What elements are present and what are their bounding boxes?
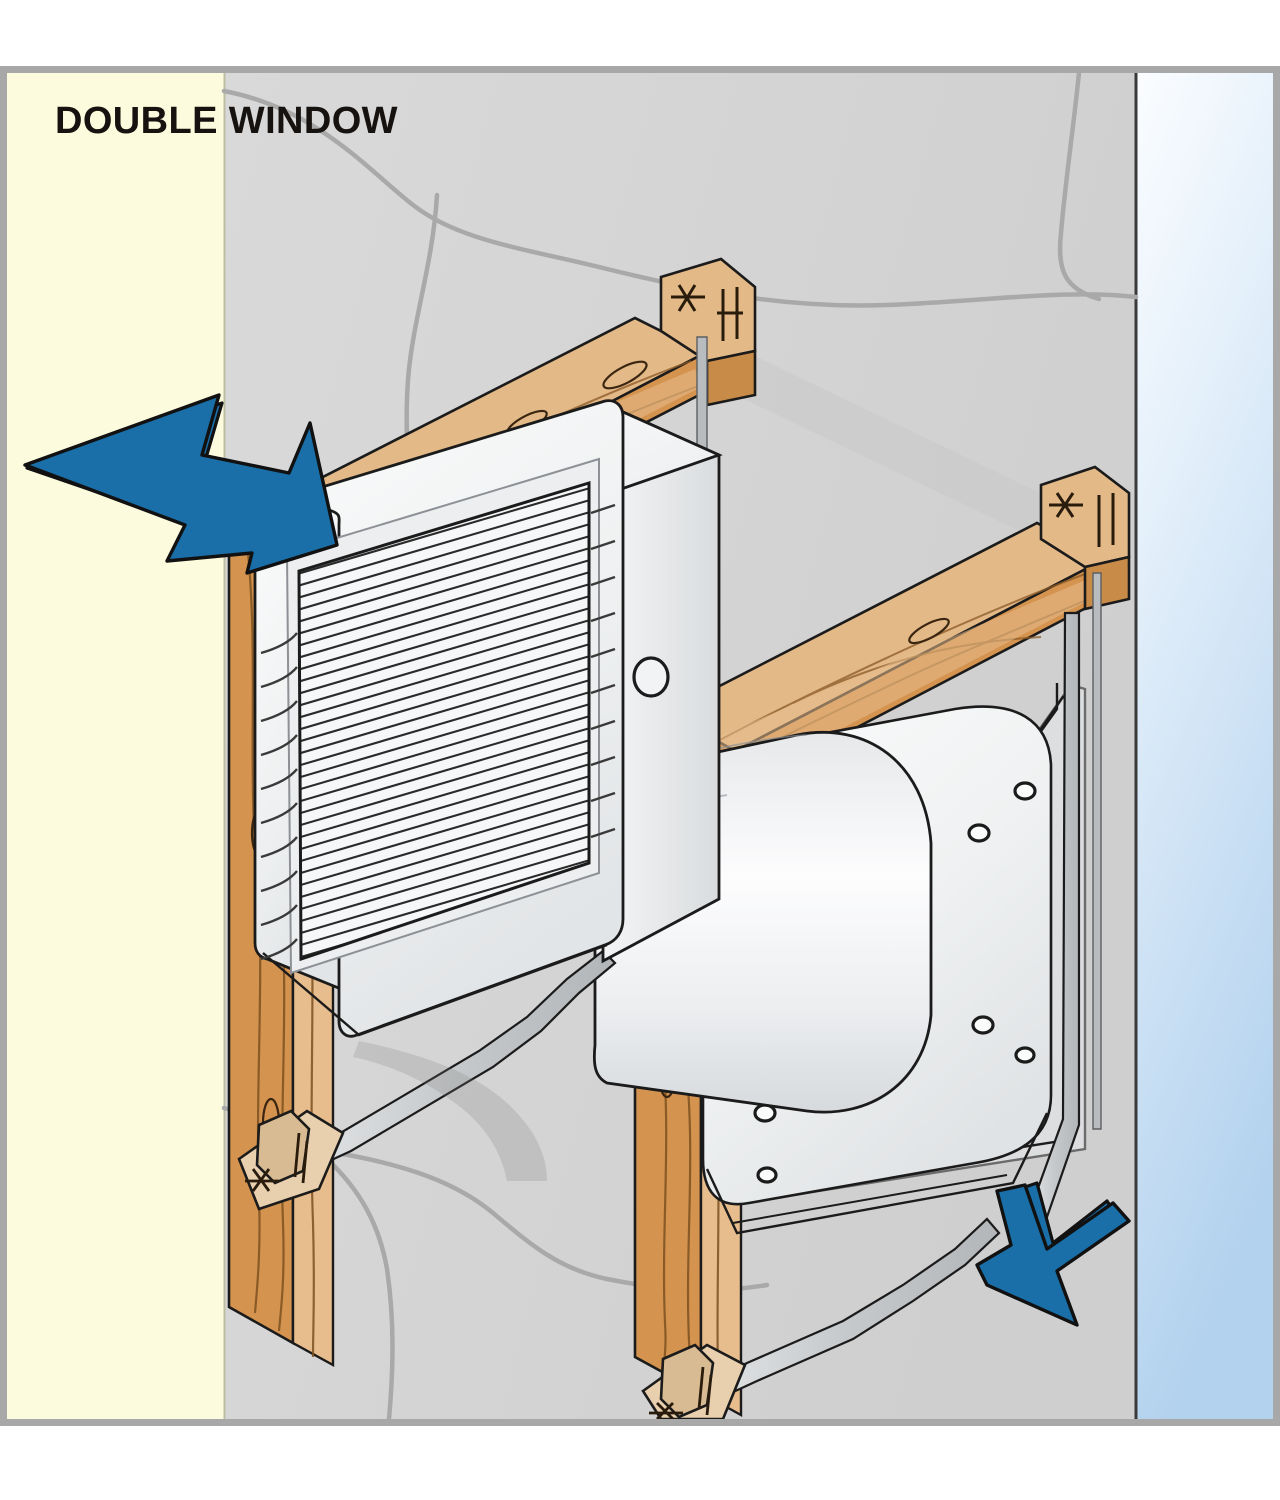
retaining-strap-left xyxy=(287,949,617,1175)
crack-1 xyxy=(221,88,1139,308)
bracket-tr-hardware xyxy=(671,284,743,341)
bracket-br-hardware xyxy=(649,1366,713,1419)
mounting-bracket-mid-right xyxy=(1039,465,1131,611)
page-title: DOUBLE WINDOW xyxy=(55,100,398,142)
mounting-bracket-top-right xyxy=(659,257,757,407)
bracket-mr-side xyxy=(1083,555,1131,611)
grille-outline xyxy=(297,480,591,962)
airflow-arrow-outlet-shape xyxy=(975,1183,1131,1327)
shadow-under-unit xyxy=(353,1041,547,1181)
bracket-mr-hardware xyxy=(1049,492,1115,547)
crack-2 xyxy=(1057,73,1102,302)
crack-5 xyxy=(334,1150,610,1282)
airflow-arrows-final xyxy=(23,393,1131,1327)
interior-wall xyxy=(7,73,224,1419)
sky-background xyxy=(1136,73,1273,1419)
unit-bottom-edge xyxy=(262,943,608,1037)
mounting-plate-bottom-lip xyxy=(705,1112,1049,1235)
mounting-plate-bottom-edge xyxy=(732,1174,1008,1224)
bracket-bl-hardware xyxy=(245,1132,309,1192)
grain-sl1 xyxy=(245,542,262,1314)
mounting-bracket-bottom-left xyxy=(237,1109,345,1211)
bracket-bl-clip xyxy=(255,1109,311,1185)
screw-hole-3 xyxy=(971,1015,995,1035)
airflow-arrow-inlet-shape xyxy=(23,393,339,575)
grille-side-vanes-left xyxy=(260,632,298,961)
knot-u2 xyxy=(602,360,648,390)
retaining-strap-right-vertical xyxy=(1092,572,1102,1130)
retaining-strap-left-lower xyxy=(691,1217,1001,1407)
scene-shadows xyxy=(353,1041,547,1181)
mounting-bracket-bottom-right xyxy=(641,1343,747,1419)
mounting-plate-screw-holes xyxy=(753,781,1037,1184)
screw-hole-6 xyxy=(756,1166,778,1184)
screw-hole-2 xyxy=(967,823,991,843)
installation-scene xyxy=(7,73,1273,1419)
screw-hole-1 xyxy=(1013,781,1037,801)
reveal-upper xyxy=(665,313,1107,573)
screw-hole-4 xyxy=(1014,1046,1036,1064)
opening-reveals xyxy=(665,313,1107,573)
knot-l1 xyxy=(908,617,950,645)
bracket-tr-side xyxy=(705,349,757,407)
illustration-frame xyxy=(0,66,1280,1426)
head-jamb-lower-highlight xyxy=(675,575,1103,787)
unit-side-knob xyxy=(632,656,670,698)
grille-side-vanes-right xyxy=(590,503,616,839)
